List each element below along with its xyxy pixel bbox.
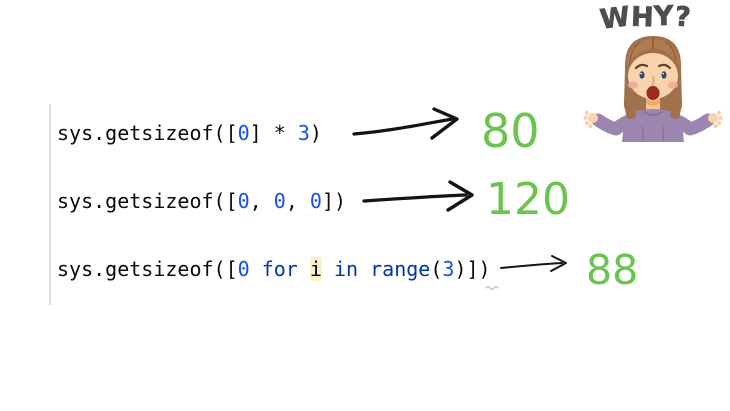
code-text: ,	[285, 189, 310, 213]
hand-drawn-arrow-3-icon	[500, 255, 567, 272]
code-number: 0	[237, 121, 250, 145]
code-text: sys.getsizeof([	[57, 257, 238, 281]
code-text: )])	[454, 257, 491, 281]
code-highlighted-identifier: i	[309, 257, 322, 281]
code-number: 0	[273, 189, 286, 213]
why-letter: Y	[653, 0, 676, 33]
code-number: 0	[237, 189, 250, 213]
result-value: 88	[586, 246, 639, 294]
code-text	[250, 257, 262, 281]
eyebrows	[634, 63, 649, 70]
typo-squiggle-icon	[485, 285, 499, 291]
code-text: ,	[249, 189, 274, 213]
code-text: ] *	[249, 121, 298, 145]
code-text: (	[430, 257, 443, 281]
why-caption: WHY?	[598, 0, 693, 36]
code-line-1: sys.getsizeof([0] * 3)	[57, 120, 322, 146]
code-text	[322, 257, 334, 281]
code-text: )	[309, 121, 322, 145]
code-number: 3	[297, 121, 310, 145]
hand-drawn-arrow-2-icon	[362, 180, 474, 212]
code-line-2: sys.getsizeof([0, 0, 0])	[57, 188, 346, 214]
hand-right	[708, 110, 723, 129]
code-text: ])	[321, 189, 347, 213]
hand-drawn-arrow-1-icon	[352, 107, 459, 140]
why-letter: ?	[673, 1, 693, 34]
code-gutter-line	[49, 104, 51, 305]
nose	[651, 76, 655, 86]
code-keyword: for	[261, 257, 298, 281]
result-value: 80	[481, 104, 540, 158]
arm-left	[591, 110, 645, 136]
blush	[627, 81, 639, 89]
code-text	[358, 257, 370, 281]
code-text	[298, 257, 310, 281]
mouth	[646, 86, 660, 100]
confused-woman-illustration	[583, 36, 723, 142]
code-line-3: sys.getsizeof([0 for i in range(3)])	[57, 256, 491, 282]
code-keyword: in	[333, 257, 359, 281]
result-value: 120	[486, 174, 570, 225]
code-number: 3	[442, 257, 455, 281]
code-text: sys.getsizeof([	[57, 121, 238, 145]
hand-left	[583, 110, 598, 129]
code-text: sys.getsizeof([	[57, 189, 238, 213]
code-keyword: range	[370, 257, 431, 281]
arm-right	[661, 110, 715, 136]
code-number: 0	[237, 257, 250, 281]
eyes	[639, 71, 645, 79]
hair-fringe	[626, 39, 653, 66]
code-number: 0	[309, 189, 322, 213]
why-letter: H	[630, 1, 655, 34]
